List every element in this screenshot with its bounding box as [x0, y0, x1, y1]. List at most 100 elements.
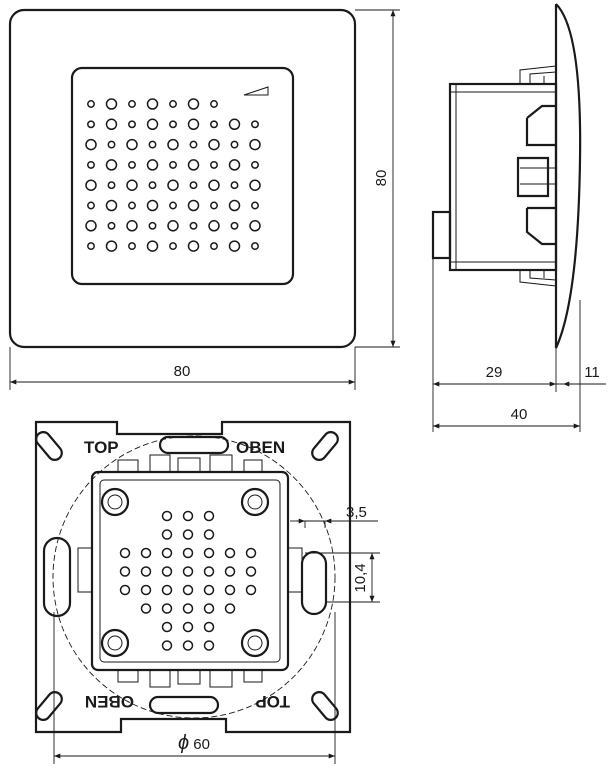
grille-hole	[146, 98, 159, 110]
back-grille-hole	[203, 566, 215, 577]
grille-hole	[208, 179, 220, 191]
grille-hole	[187, 98, 200, 110]
grille-hole	[187, 240, 200, 252]
back-grille-hole	[245, 566, 257, 577]
grille-hole	[228, 199, 241, 212]
grille-hole	[167, 220, 179, 232]
grille-hole	[128, 242, 136, 251]
back-dimensions: 3,5 10,4 ϕ 60	[53, 504, 380, 764]
back-grille-hole	[182, 547, 194, 559]
back-grille-hole	[161, 529, 173, 540]
back-grille-hole	[203, 529, 215, 540]
grille-hole	[210, 120, 218, 129]
grille-hole	[208, 220, 220, 232]
grille-hole	[251, 120, 259, 129]
back-grille-hole	[119, 566, 131, 577]
grille-hole	[208, 138, 220, 151]
back-grille-hole	[203, 584, 215, 596]
back-grille-hole	[161, 640, 173, 651]
back-grille-hole	[224, 584, 236, 596]
grille-hole	[85, 138, 97, 151]
side-view	[431, 3, 582, 349]
offset-label: 3,5	[346, 504, 367, 521]
grille-hole	[169, 242, 177, 251]
back-grille-hole	[224, 566, 236, 577]
back-grille-hole	[182, 566, 194, 577]
side-body-depth-label: 29	[486, 364, 503, 381]
back-grille-hole	[140, 566, 152, 577]
grille-hole	[210, 100, 218, 108]
back-grille-hole	[203, 621, 215, 633]
back-grille-hole	[203, 547, 215, 559]
grille-hole	[187, 159, 200, 171]
top-label-inverted: TOP	[255, 692, 290, 711]
grille-hole	[187, 118, 200, 131]
grille-hole	[169, 120, 177, 129]
grille-hole	[187, 199, 200, 212]
oben-label: OBEN	[236, 438, 285, 457]
back-grille-hole	[182, 621, 194, 633]
grille-hole	[126, 220, 138, 232]
back-grille-hole	[119, 547, 131, 559]
grille-hole	[189, 140, 198, 149]
grille-hole	[189, 221, 198, 230]
side-dimensions: 29 11 40	[432, 258, 606, 432]
side-cover-depth-label: 11	[584, 364, 600, 381]
back-grille-hole	[119, 584, 131, 596]
grille-hole	[249, 220, 261, 232]
grille-hole	[251, 242, 259, 251]
back-grille-hole	[224, 603, 236, 614]
volume-indicator-icon	[243, 86, 269, 96]
grille-hole	[87, 160, 95, 169]
grille-hole	[146, 199, 159, 212]
grille-hole	[105, 98, 118, 110]
side-total-depth-label: 40	[511, 406, 528, 423]
back-grille-hole	[161, 603, 173, 614]
front-view	[8, 8, 357, 349]
speaker-grille	[85, 98, 261, 252]
grille-hole	[210, 160, 218, 169]
grille-hole	[148, 140, 157, 149]
back-grille-hole	[182, 603, 194, 614]
grille-hole	[128, 120, 136, 129]
grille-hole	[107, 221, 116, 230]
grille-hole	[85, 179, 97, 191]
grille-hole	[167, 179, 179, 191]
diameter-symbol: ϕ	[178, 732, 189, 754]
grille-hole	[251, 201, 259, 210]
grille-hole	[169, 100, 177, 108]
back-grille-hole	[203, 603, 215, 614]
grille-hole	[210, 242, 218, 251]
front-dimensions: 80 80	[9, 9, 400, 390]
back-grille-hole	[245, 584, 257, 596]
back-speaker-grille	[119, 510, 257, 651]
grille-hole	[107, 181, 116, 190]
back-grille-hole	[161, 510, 173, 522]
grille-hole	[87, 242, 95, 251]
back-grille-hole	[182, 510, 194, 522]
grille-hole	[105, 118, 118, 131]
grille-hole	[169, 201, 177, 210]
back-grille-hole	[140, 584, 152, 596]
diameter-value: 60	[193, 736, 210, 753]
back-grille-hole	[245, 547, 257, 559]
oben-label-inverted: OBEN	[85, 692, 134, 711]
grille-hole	[126, 179, 138, 191]
grille-hole	[169, 160, 177, 169]
back-grille-hole	[224, 547, 236, 559]
slot-spacing-label: 10,4	[352, 563, 369, 592]
front-width-label: 80	[174, 363, 191, 380]
grille-hole	[228, 118, 241, 131]
grille-hole	[249, 179, 261, 191]
grille-hole	[146, 159, 159, 171]
back-grille-hole	[161, 566, 173, 577]
front-height-label: 80	[373, 170, 390, 187]
grille-hole	[230, 140, 239, 149]
grille-hole	[146, 240, 159, 252]
back-grille-hole	[161, 584, 173, 596]
grille-hole	[228, 159, 241, 171]
grille-hole	[105, 199, 118, 212]
grille-hole	[128, 160, 136, 169]
grille-hole	[85, 220, 97, 232]
